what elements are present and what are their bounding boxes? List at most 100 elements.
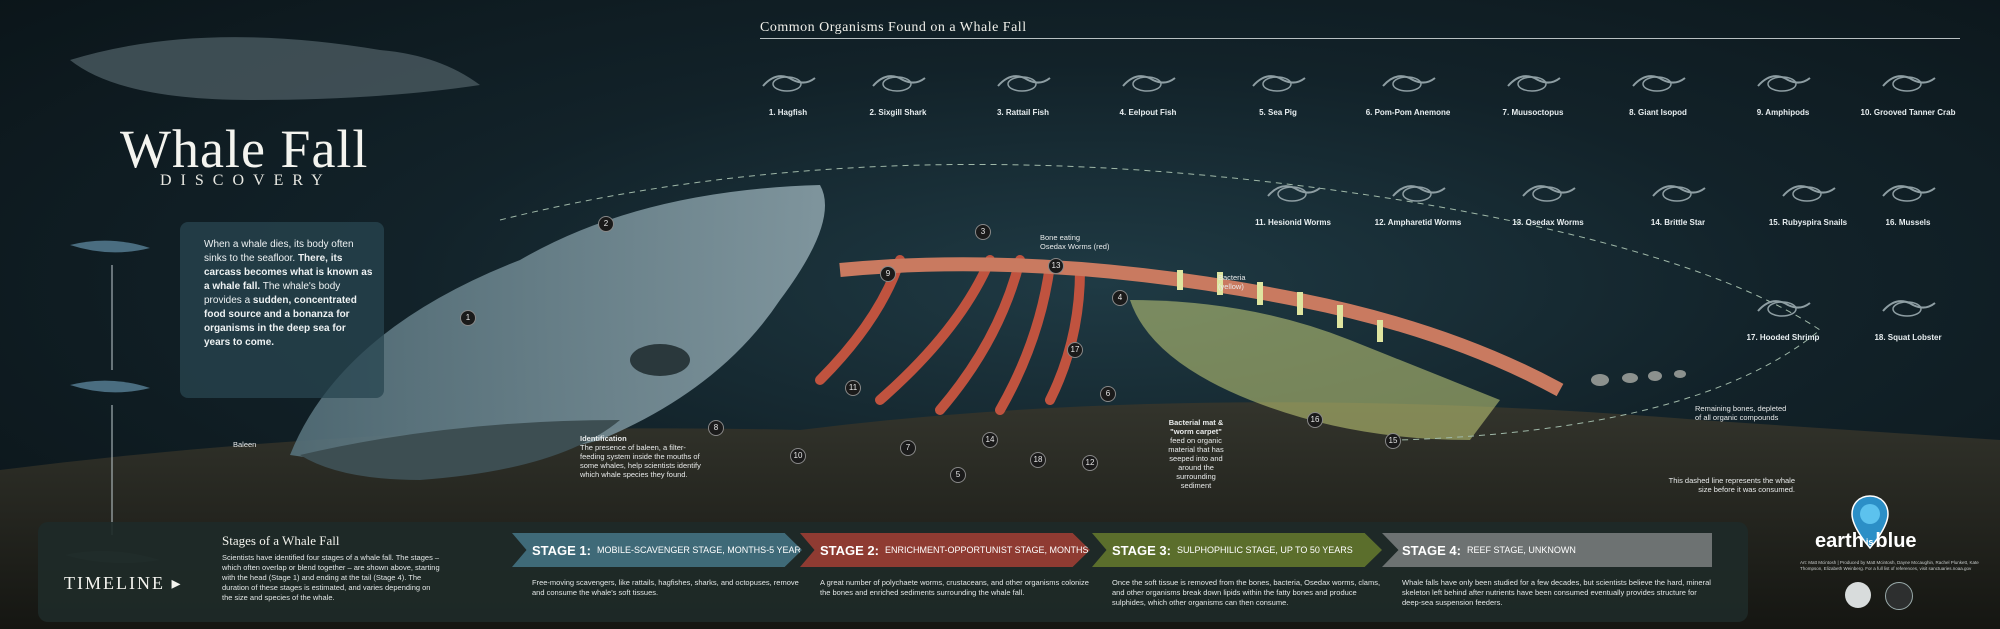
agency-seal-icon — [1845, 582, 1871, 608]
remaining-bones — [1591, 370, 1686, 386]
logo-text: blue — [1875, 530, 1917, 552]
organism-item: 18. Squat Lobster — [1860, 285, 1956, 342]
sinking-whale-1 — [70, 240, 150, 253]
page-subtitle: DISCOVERY — [160, 172, 332, 189]
baleen-annotation: Baleen — [233, 440, 257, 449]
stage-number: STAGE 3: — [1112, 542, 1171, 558]
organism-item: 9. Amphipods — [1735, 60, 1831, 117]
organism-number-marker: 13 — [1048, 258, 1064, 274]
organism-label: 1. Hagfish — [768, 108, 808, 117]
organism-label: 3. Rattail Fish — [996, 108, 1049, 117]
organism-number-marker: 2 — [598, 216, 614, 232]
stage-description: SULPHOPHILIC STAGE, UP TO 50 YEARS — [1177, 545, 1353, 555]
stage-bar: STAGE 2:ENRICHMENT-OPPORTUNIST STAGE, MO… — [800, 533, 1090, 567]
organism-number-marker: 6 — [1100, 386, 1116, 402]
organism-label: 15. Rubyspira Snails — [1768, 218, 1848, 227]
stage-bar: STAGE 4: REEF STAGE, UNKNOWN — [1382, 533, 1712, 567]
organism-label: 12. Ampharetid Worms — [1374, 218, 1462, 227]
sinking-whale-2 — [70, 380, 150, 393]
organism-number-marker: 1 — [460, 310, 476, 326]
intro-text: The whale's body provides a — [204, 281, 341, 306]
stage-bar: STAGE 3: SULPHOPHILIC STAGE, UP TO 50 YEA… — [1092, 533, 1382, 567]
annotation-line: Bacteria — [1218, 273, 1246, 282]
annotation-line: Osedax Worms (red) — [1040, 242, 1110, 251]
organism-item: 13. Osedax Worms — [1500, 170, 1596, 227]
organism-item: 15. Rubyspira Snails — [1760, 170, 1856, 227]
organism-label: 9. Amphipods — [1756, 108, 1810, 117]
whale-eye — [630, 344, 690, 376]
organism-number-marker: 18 — [1030, 452, 1046, 468]
dashed-line-annotation: This dashed line represents the whale si… — [1668, 476, 1795, 494]
identification-annotation: Identification The presence of baleen, a… — [580, 434, 705, 479]
annotation-line: (yellow) — [1218, 282, 1244, 291]
annotation-line: Bacterial mat & — [1168, 418, 1224, 427]
intro-box: When a whale dies, its body often sinks … — [180, 222, 384, 398]
bacteria-bones — [1130, 300, 1500, 440]
hagfish-icon — [762, 75, 816, 92]
organism-item: 7. Muusoctopus — [1485, 60, 1581, 117]
crab-icon — [1882, 75, 1936, 92]
organism-item: 4. Eelpout Fish — [1100, 60, 1196, 117]
page-title: Whale Fall — [120, 119, 369, 179]
organism-item: 11. Hesionid Worms — [1245, 170, 1341, 227]
osedax-ribs — [815, 255, 1085, 415]
organism-label: 10. Grooved Tanner Crab — [1860, 108, 1956, 117]
organism-label: 2. Sixgill Shark — [869, 108, 927, 117]
credits: Art: Matt Mcintosh | Produced by Matt Mc… — [1800, 560, 1979, 571]
shark-icon — [872, 75, 926, 92]
organism-number-marker: 3 — [975, 224, 991, 240]
shrimp-icon — [1757, 300, 1811, 317]
organism-number-marker: 8 — [708, 420, 724, 436]
whale-carcass — [290, 185, 825, 465]
stage-description: REEF STAGE, UNKNOWN — [1467, 545, 1576, 555]
stages-heading: Stages of a Whale Fall — [222, 533, 340, 548]
organism-label: 6. Pom-Pom Anemone — [1365, 108, 1451, 117]
organism-number-marker: 17 — [1067, 342, 1083, 358]
annotation-line: "worm carpet" — [1170, 427, 1222, 436]
stage-text: Free-moving scavengers, like rattails, h… — [532, 578, 799, 597]
stage-bar: STAGE 1:MOBILE-SCAVENGER STAGE, MONTHS-5… — [512, 533, 802, 567]
organism-number-marker: 15 — [1385, 433, 1401, 449]
osedax-icon — [1522, 185, 1576, 202]
octopus-icon — [1507, 75, 1561, 92]
organisms-heading: Common Organisms Found on a Whale Fall — [760, 20, 1027, 35]
eelpout-icon — [1122, 75, 1176, 92]
stage-description: ENRICHMENT-OPPORTUNIST STAGE, MONTHS - 2… — [885, 545, 1135, 555]
annotation-line: feed on organic material that has seeped… — [1168, 436, 1224, 490]
intro-text: for years to come. — [204, 323, 346, 348]
organism-item: 1. Hagfish — [740, 60, 836, 117]
amphipod-icon — [1757, 75, 1811, 92]
bacterial-mat-annotation: Bacterial mat & "worm carpet" feed on or… — [1160, 418, 1232, 490]
mussel-icon — [1882, 185, 1936, 202]
organism-number-marker: 14 — [982, 432, 998, 448]
stage-text: Once the soft tissue is removed from the… — [1112, 578, 1381, 607]
intro-text: When a whale dies, its body often sinks … — [204, 239, 354, 264]
whale-jaw — [300, 420, 620, 480]
snail-icon — [1782, 185, 1836, 202]
organism-label: 17. Hooded Shrimp — [1746, 333, 1820, 342]
spine — [839, 257, 1564, 397]
annotation-body: The presence of baleen, a filter-feeding… — [580, 443, 701, 479]
annotation-line: Bone eating — [1040, 233, 1081, 242]
stage-number: STAGE 2: — [820, 542, 879, 558]
whale-size-dashed-line — [499, 163, 1821, 441]
worm-icon — [1267, 185, 1321, 202]
noaa-logo-icon — [1885, 582, 1913, 610]
stages-body: Scientists have identified four stages o… — [222, 553, 440, 602]
stage-number: STAGE 4: — [1402, 542, 1461, 558]
location-pin-icon — [1851, 495, 1889, 550]
organism-item: 12. Ampharetid Worms — [1370, 170, 1466, 227]
organism-item: 14. Brittle Star — [1630, 170, 1726, 227]
organism-label: 7. Muusoctopus — [1502, 108, 1564, 117]
organism-item: 17. Hooded Shrimp — [1735, 285, 1831, 342]
intro-text: There, its carcass becomes what is known… — [204, 253, 373, 292]
isopod-icon — [1632, 75, 1686, 92]
organism-label: 14. Brittle Star — [1650, 218, 1706, 227]
organism-number-marker: 12 — [1082, 455, 1098, 471]
organism-label: 11. Hesionid Worms — [1255, 218, 1331, 227]
organism-item: 2. Sixgill Shark — [850, 60, 946, 117]
organism-number-marker: 11 — [845, 380, 861, 396]
stage-text: Whale falls have only been studied for a… — [1402, 578, 1711, 607]
logo-text: is — [1865, 536, 1874, 547]
chevron-right-icon: ▸ — [171, 573, 183, 593]
